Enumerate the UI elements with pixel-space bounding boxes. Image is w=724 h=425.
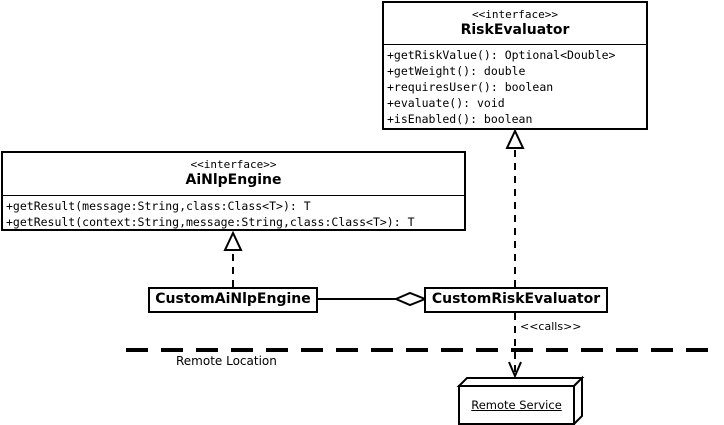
realization-arrowhead-ai-nlp-engine [223,230,243,251]
custom-risk-evaluator-name: CustomRiskEvaluator [431,291,601,307]
operation: +requiresUser(): boolean [387,80,554,94]
ai-nlp-engine-stereotype: <<interface>> [190,158,277,171]
custom-ai-nlp-engine-name: CustomAiNlpEngine [155,291,311,307]
remote-service-node[interactable]: Remote Service [459,386,574,424]
ai-nlp-engine-operations: +getResult(message:String,class:Class<T>… [3,196,464,230]
operation: +getRiskValue(): Optional<Double> [387,48,616,62]
risk-evaluator-interface[interactable]: <<interface>> RiskEvaluator +getRiskValu… [382,1,648,130]
remote-service-label: Remote Service [471,398,562,412]
operation: +getResult(context:String,message:String… [6,215,415,229]
remote-service-node-shape [456,375,585,425]
remote-location-label: Remote Location [176,354,277,368]
operation: +getResult(message:String,class:Class<T>… [6,199,311,213]
aggregation-diamond [393,291,428,307]
risk-evaluator-name: RiskEvaluator [460,22,570,38]
custom-risk-evaluator-class[interactable]: CustomRiskEvaluator [424,287,608,313]
risk-evaluator-operations: +getRiskValue(): Optional<Double> +getWe… [384,45,646,127]
ai-nlp-engine-interface[interactable]: <<interface>> AiNlpEngine +getResult(mes… [1,151,466,231]
ai-nlp-engine-name: AiNlpEngine [185,172,282,188]
calls-label: <<calls>> [520,320,582,333]
ai-nlp-engine-header: <<interface>> AiNlpEngine [3,153,464,196]
operation: +evaluate(): void [387,96,505,110]
risk-evaluator-header: <<interface>> RiskEvaluator [384,3,646,45]
calls-arrowhead [508,361,522,379]
custom-ai-nlp-engine-class[interactable]: CustomAiNlpEngine [148,287,318,313]
realization-arrowhead-risk-evaluator [505,128,525,149]
risk-evaluator-stereotype: <<interface>> [471,8,559,21]
operation: +getWeight(): double [387,64,526,78]
operation: +isEnabled(): boolean [387,112,533,126]
